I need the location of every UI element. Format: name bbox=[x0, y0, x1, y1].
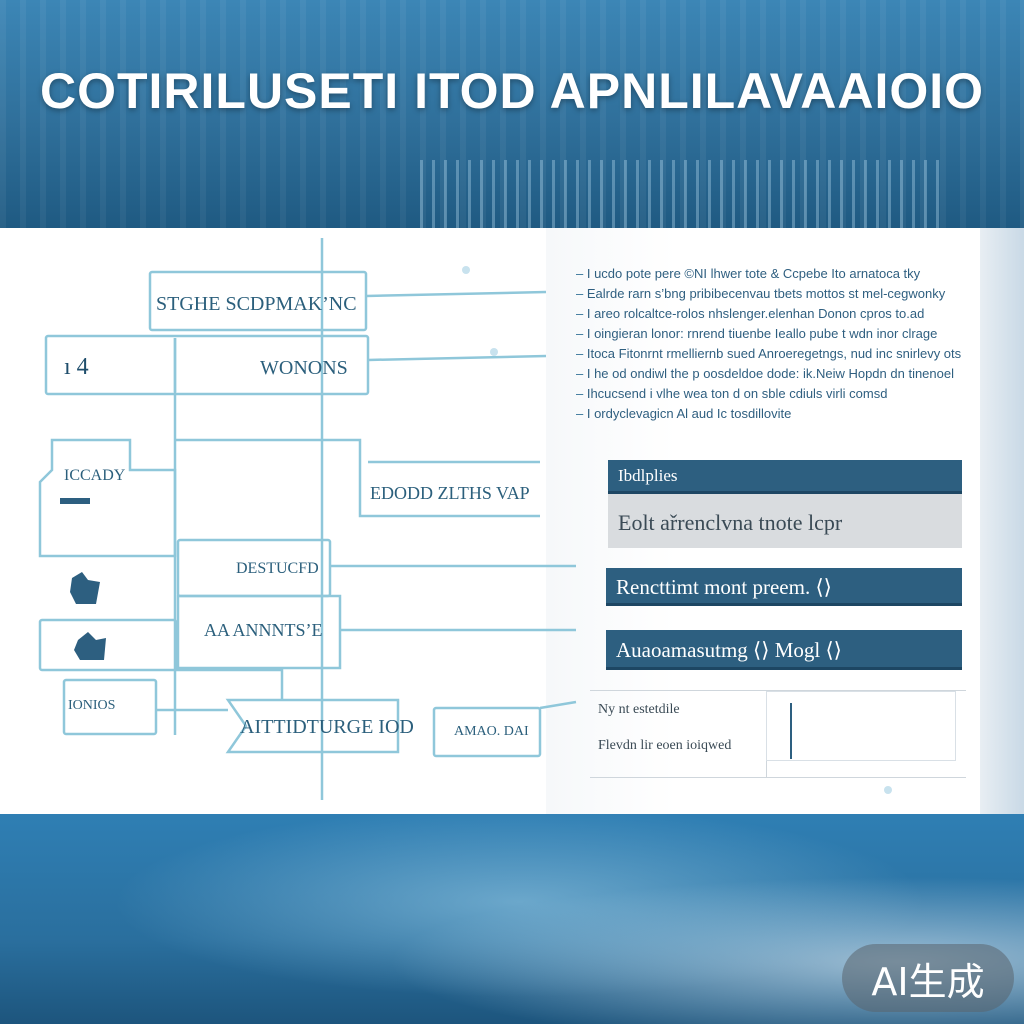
node-label: AMAO. DAI bbox=[454, 724, 529, 739]
panel-edge bbox=[980, 228, 1024, 814]
node-label: EDODD ZLTHS VAP bbox=[370, 483, 530, 503]
list-item: I ordyclevagicn Al aud Ic tosdillovite bbox=[576, 404, 976, 424]
table-cell: Ny nt estetdile bbox=[598, 702, 680, 717]
node-label: ICCADY bbox=[64, 467, 126, 484]
ai-generated-badge: AI生成 bbox=[842, 944, 1014, 1012]
card-button[interactable]: Auaoamasutmg ⟨⟩ Mogl ⟨⟩ bbox=[606, 630, 962, 670]
node-box bbox=[44, 334, 370, 396]
hand-icon bbox=[74, 632, 106, 660]
text-cursor bbox=[790, 703, 792, 759]
node-label: IONIOS bbox=[68, 698, 116, 713]
node-box bbox=[38, 618, 178, 672]
dash-marker bbox=[60, 498, 90, 504]
description-list: I ucdo pote pere ©NI lhwer tote & Ccpebe… bbox=[576, 264, 976, 424]
hand-icon bbox=[70, 572, 100, 604]
list-item: Ihcucsend i vlhe wea ton d on sble cdiul… bbox=[576, 384, 976, 404]
node-label: STGHE SCDPMAK’NC bbox=[156, 293, 357, 315]
card-header: Ibdlplies bbox=[608, 460, 962, 494]
card-button[interactable]: Rencttimt mont preem. ⟨⟩ bbox=[606, 568, 962, 606]
node-label: AA ANNNTS’E bbox=[204, 620, 323, 640]
node-label: AITTIDTURGE IOD bbox=[240, 716, 414, 738]
input-field[interactable] bbox=[766, 691, 956, 761]
sparkle-icon bbox=[490, 348, 498, 356]
list-item: Itoca Fitonrnt rmelliernb sued Anroerege… bbox=[576, 344, 976, 364]
connector-line bbox=[365, 290, 547, 298]
node-label: ı 4 bbox=[64, 354, 89, 380]
sparkle-icon bbox=[884, 786, 892, 794]
table-cell: Flevdn lir eoen ioiqwed bbox=[598, 738, 732, 753]
connector-line bbox=[176, 668, 284, 700]
list-item: I he od ondiwl the p oosdeldoe dode: ik.… bbox=[576, 364, 976, 384]
connector-line bbox=[539, 700, 577, 710]
node-box bbox=[432, 706, 542, 758]
card-body: Eolt ařrenclvna tnote lcpr bbox=[608, 494, 962, 548]
node-label: DESTUCFD bbox=[236, 560, 319, 577]
list-item: I oingieran lonor: rnrend tiuenbe Ieallo… bbox=[576, 324, 976, 344]
node-box bbox=[225, 698, 400, 754]
connector-line bbox=[175, 438, 540, 518]
list-item: I ucdo pote pere ©NI lhwer tote & Ccpebe… bbox=[576, 264, 976, 284]
header-background-photo bbox=[0, 0, 1024, 228]
sparkle-icon bbox=[462, 266, 470, 274]
mini-table bbox=[590, 690, 966, 778]
node-box bbox=[176, 594, 342, 670]
node-label: WONONS bbox=[260, 357, 348, 379]
list-item: I areo rolcaltce‑rolos nhslenger.elenhan… bbox=[576, 304, 976, 324]
node-box bbox=[148, 270, 368, 332]
page-title: COTIRILUSETI ITOD APNLILAVAAIOIO bbox=[39, 63, 985, 119]
list-item: Ealrde rarn s’bng pribibecenvau tbets mo… bbox=[576, 284, 976, 304]
connector-line bbox=[367, 354, 547, 362]
node-box bbox=[62, 678, 158, 736]
node-box bbox=[38, 438, 177, 558]
